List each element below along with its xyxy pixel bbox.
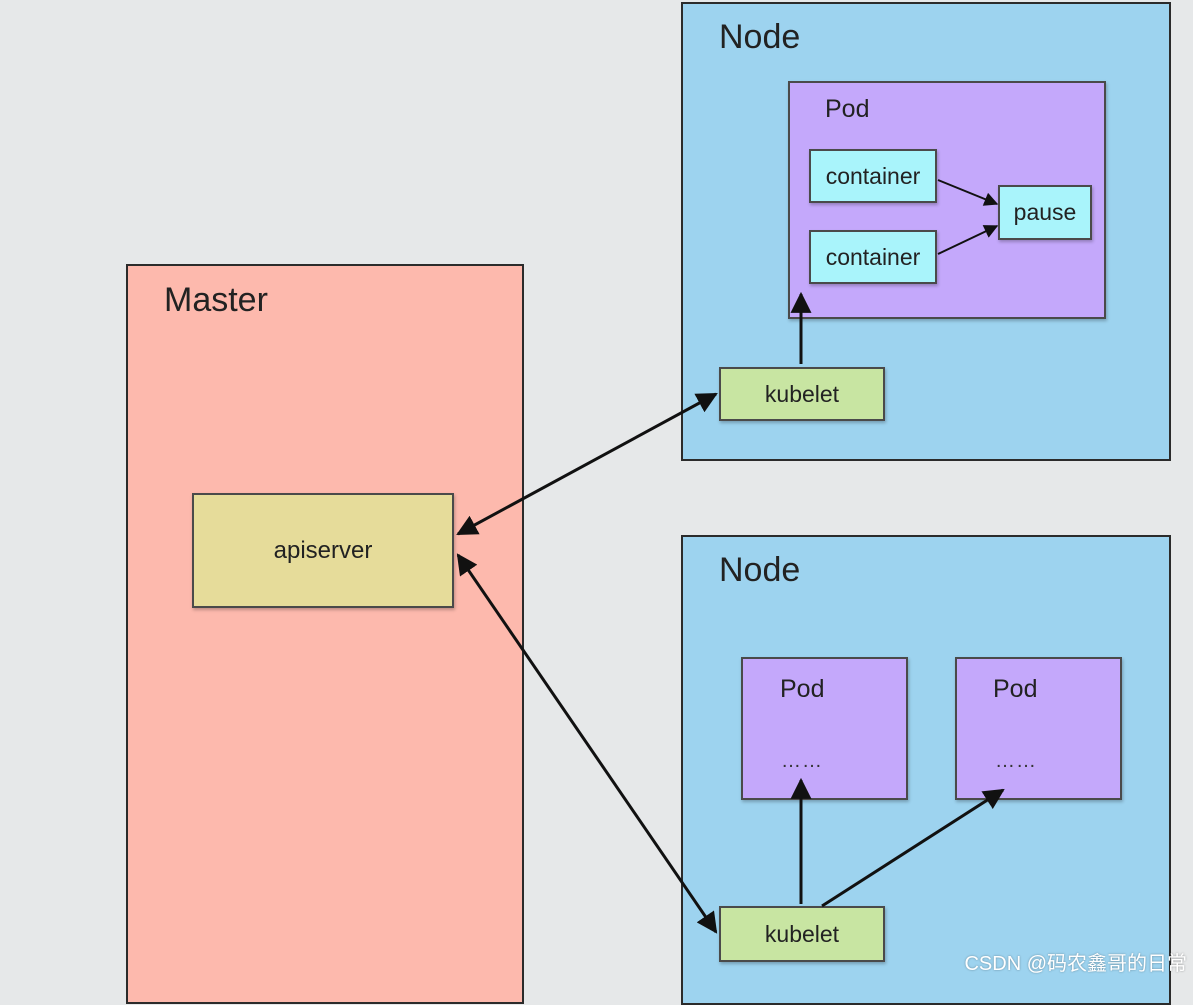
master-label: Master [164, 281, 268, 319]
master-box: Master [126, 264, 524, 1004]
node-label-2: Node [719, 551, 801, 589]
pause-box: pause [998, 185, 1092, 240]
pod-content-3: …… [995, 750, 1037, 772]
pod-label-2: Pod [780, 675, 825, 703]
watermark-text: CSDN @码农鑫哥的日常 [964, 953, 1187, 975]
pod-box-2: Pod …… [741, 657, 908, 800]
kubelet-box-1: kubelet [719, 367, 885, 421]
pod-label-1: Pod [825, 95, 870, 123]
apiserver-box: apiserver [192, 493, 454, 608]
node-label-1: Node [719, 18, 801, 56]
pod-label-3: Pod [993, 675, 1038, 703]
container-box-1: container [809, 149, 937, 203]
pod-box-3: Pod …… [955, 657, 1122, 800]
kubelet-box-2: kubelet [719, 906, 885, 962]
pod-content-2: …… [781, 750, 823, 772]
container-box-2: container [809, 230, 937, 284]
